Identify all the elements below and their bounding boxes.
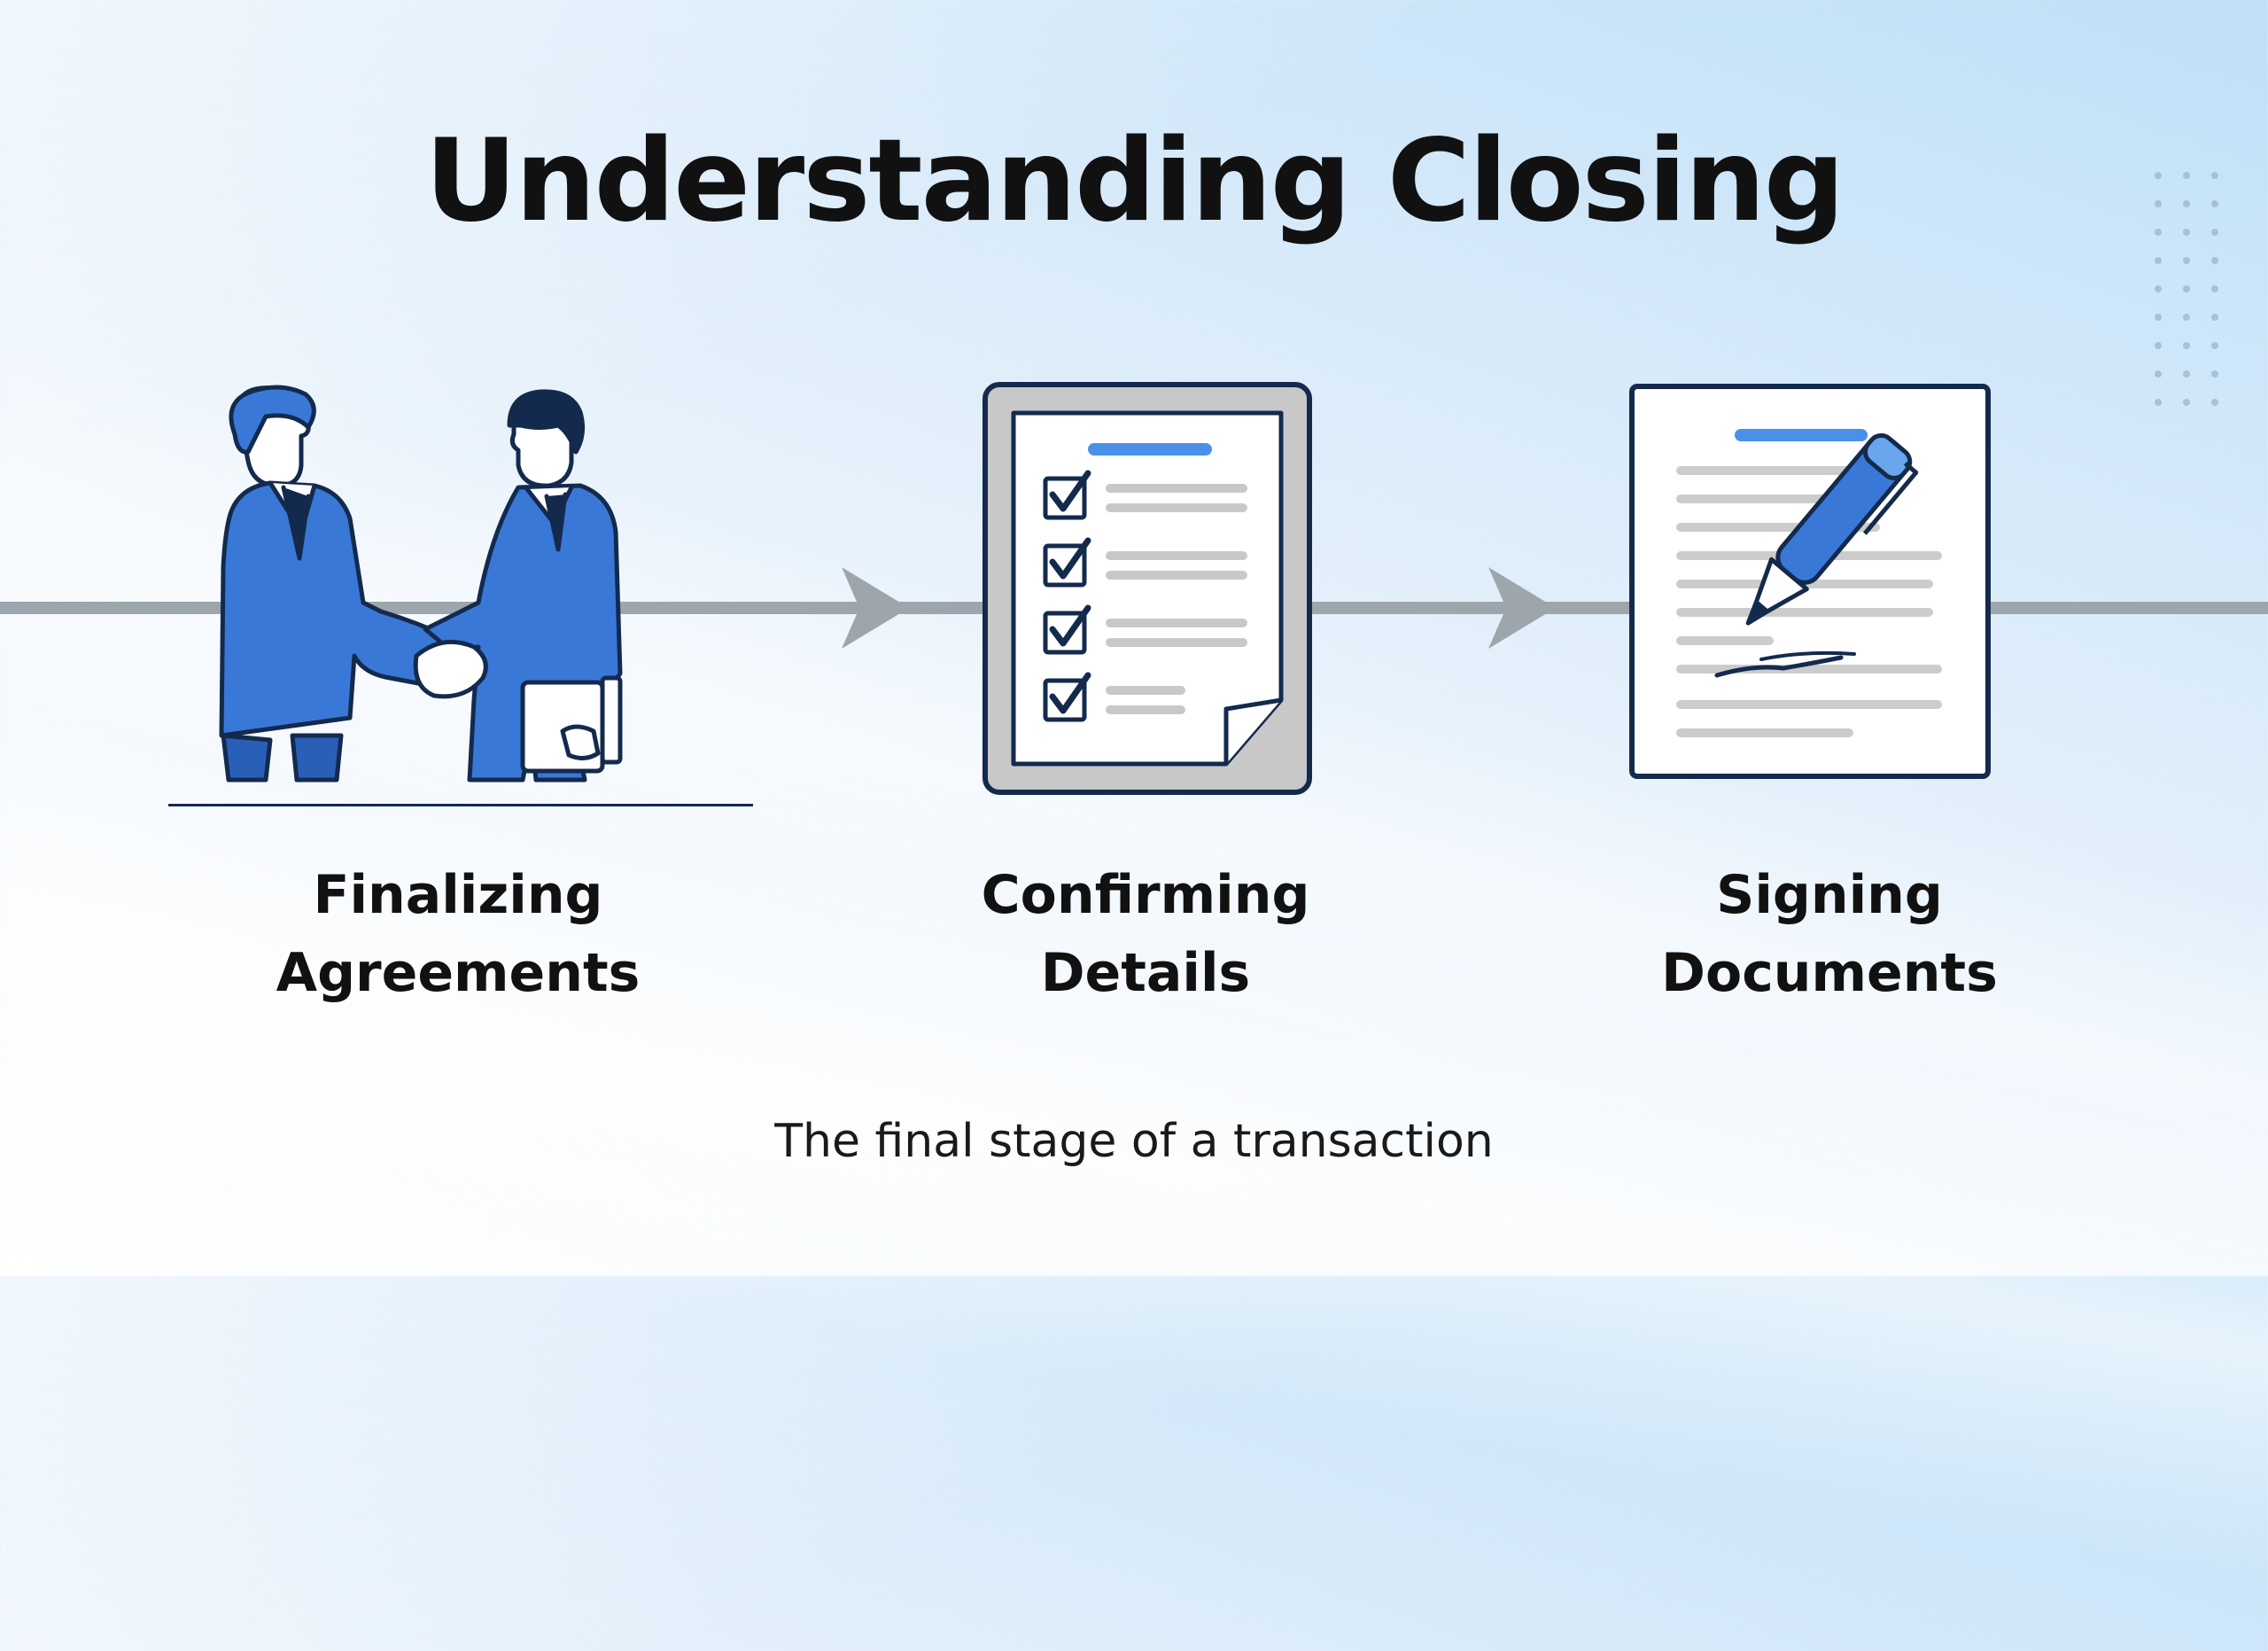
- dot-pattern-decoration: [2155, 172, 2218, 406]
- arrow-right-icon: [842, 567, 909, 649]
- arrow-right-icon: [1488, 567, 1556, 649]
- page-title: Understanding Closing: [424, 115, 1845, 247]
- page-subtitle: The final stage of a transaction: [774, 1115, 1494, 1168]
- handshake-icon: [168, 385, 753, 806]
- signing-pen-icon: [1629, 384, 1991, 779]
- checklist-icon: [983, 382, 1312, 795]
